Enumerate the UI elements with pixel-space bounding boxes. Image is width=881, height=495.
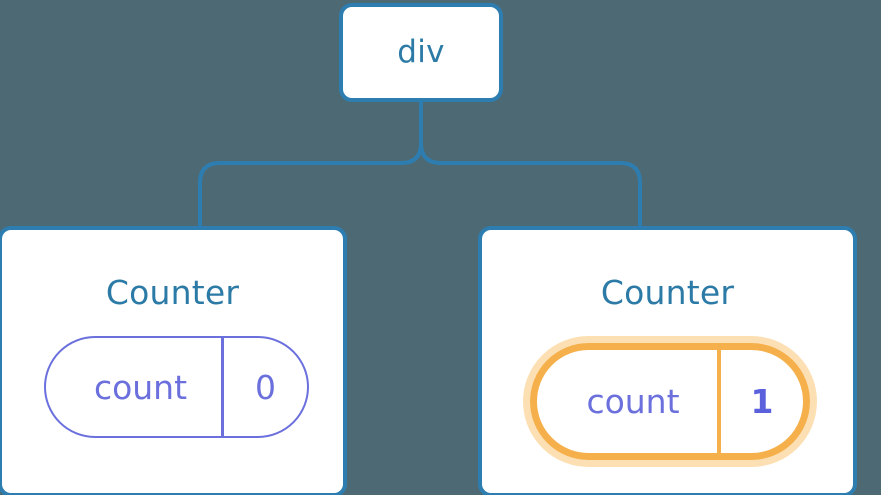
connector-right-branch <box>419 102 642 226</box>
state-pill-glow: count 1 <box>523 336 817 467</box>
connector-left-branch <box>198 102 423 226</box>
state-pill-wrapper: count 1 <box>523 336 817 467</box>
state-pill-wrapper: count 0 <box>44 336 309 438</box>
state-key-label: count <box>586 382 680 421</box>
root-node-label: div <box>397 34 445 70</box>
state-pill-highlighted[interactable]: count 1 <box>530 343 810 460</box>
state-value-label: 0 <box>221 338 307 436</box>
state-value-label: 1 <box>717 350 803 453</box>
component-card-counter-left[interactable]: Counter count 0 <box>0 226 347 495</box>
component-card-counter-right[interactable]: Counter count 1 <box>478 226 857 495</box>
component-title: Counter <box>105 273 240 312</box>
state-pill[interactable]: count 0 <box>44 336 309 438</box>
root-node-div[interactable]: div <box>339 3 503 102</box>
state-key-label: count <box>93 367 188 407</box>
component-title: Counter <box>600 273 735 312</box>
